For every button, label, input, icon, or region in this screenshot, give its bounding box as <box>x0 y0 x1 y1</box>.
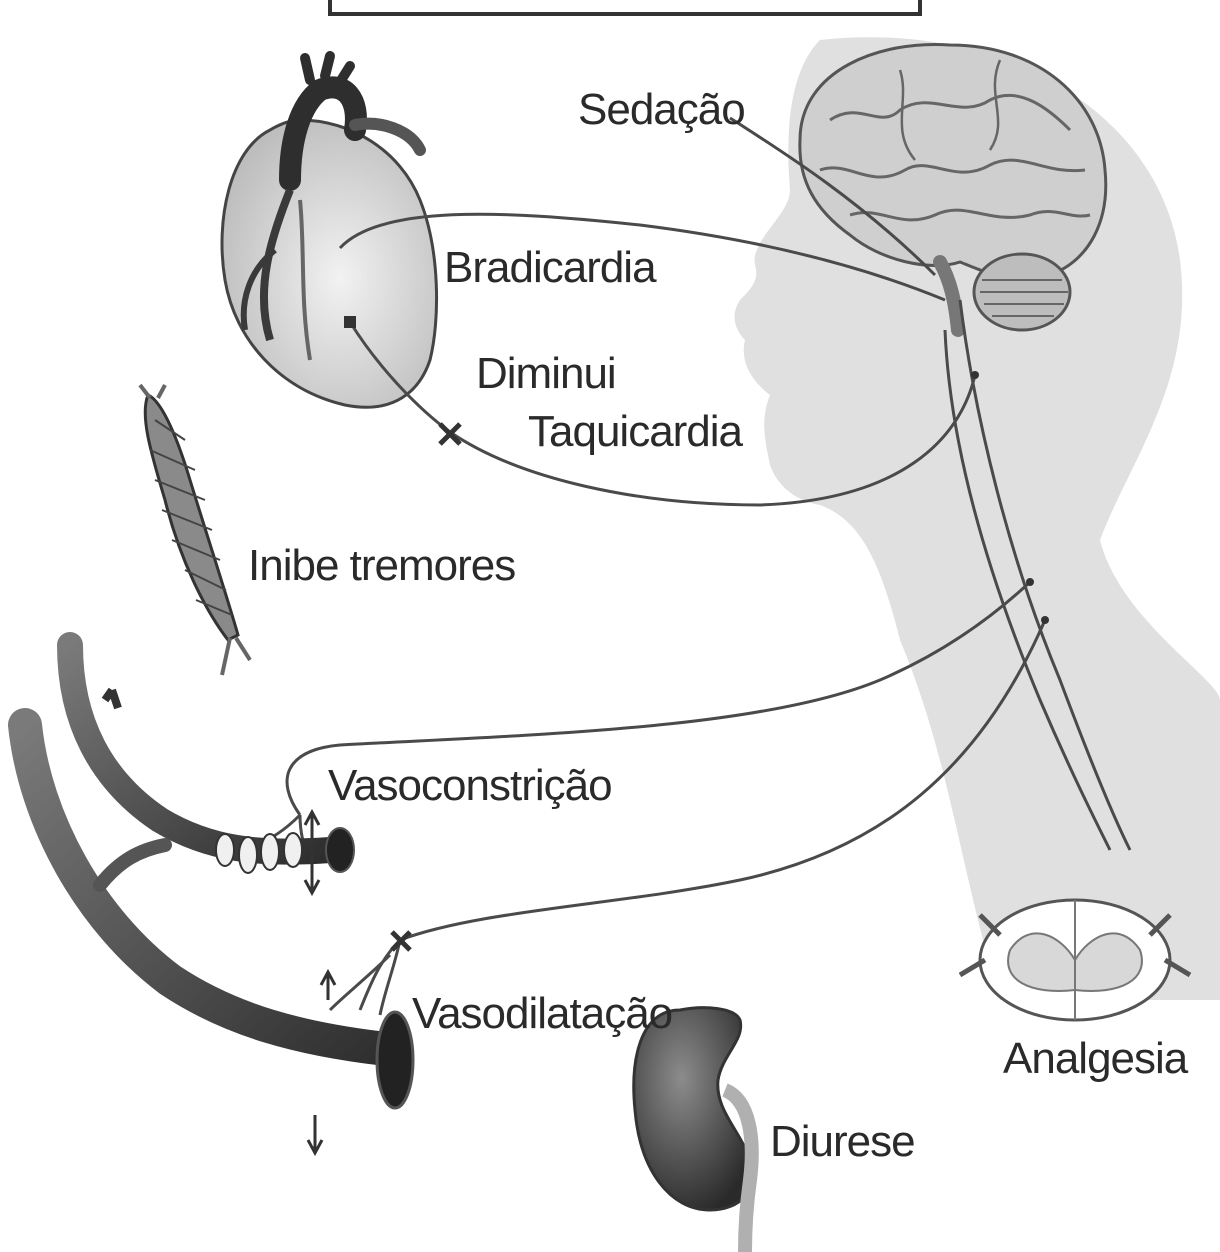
label-diurese: Diurese <box>770 1117 915 1166</box>
label-vasodilatacao: Vasodilatação <box>412 989 672 1038</box>
blood-vessel-icon <box>25 645 413 1153</box>
label-inibe-tremores: Inibe tremores <box>248 541 515 590</box>
label-bradicardia: Bradicardia <box>444 243 657 292</box>
title-box-edge <box>330 0 920 14</box>
kidney-icon <box>634 1008 753 1252</box>
label-sedacao: Sedação <box>578 85 745 134</box>
label-diminui: Diminui <box>476 349 616 398</box>
muscle-icon <box>140 385 250 675</box>
label-analgesia: Analgesia <box>1003 1034 1189 1083</box>
label-taquicardia: Taquicardia <box>528 407 744 456</box>
heart-icon <box>222 56 437 407</box>
label-vasoconstricao: Vasoconstrição <box>328 761 612 810</box>
